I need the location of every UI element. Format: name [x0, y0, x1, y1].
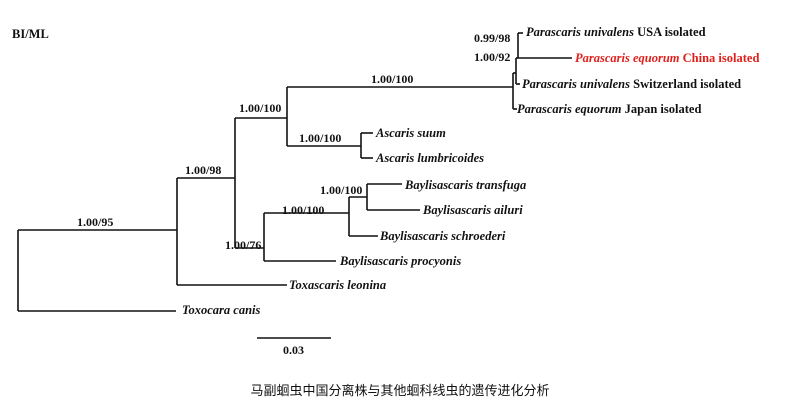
taxon-label: Baylisascaris ailuri — [423, 203, 523, 217]
taxon-label: Toxascaris leonina — [289, 278, 386, 292]
taxon-label: Baylisascaris schroederi — [380, 229, 505, 243]
support-value: 1.00/100 — [239, 101, 282, 115]
taxon-label: Baylisascaris procyonis — [340, 254, 461, 268]
taxon-label: Ascaris suum — [376, 126, 446, 140]
taxon-label: Parascaris univalens Switzerland isolate… — [522, 77, 741, 91]
taxon-name: Ascaris lumbricoides — [376, 151, 484, 165]
taxon-name: Parascaris univalens — [526, 25, 635, 39]
taxon-suffix: China isolated — [679, 51, 760, 65]
taxon-suffix: Switzerland isolated — [630, 77, 742, 91]
taxon-name: Parascaris univalens — [522, 77, 631, 91]
taxon-name: Parascaris equorum — [575, 51, 680, 65]
support-value: 1.00/100 — [320, 183, 363, 197]
figure-caption: 马副蛔虫中国分离株与其他蛔科线虫的遗传进化分析 — [250, 384, 550, 399]
support-value: 1.00/95 — [77, 215, 114, 229]
support-value: 1.00/100 — [371, 72, 414, 86]
taxon-name: Baylisascaris ailuri — [423, 203, 523, 217]
taxon-suffix: Japan isolated — [621, 102, 702, 116]
taxon-label: Ascaris lumbricoides — [376, 151, 484, 165]
support-value: 1.00/100 — [282, 203, 325, 217]
panel-label: BI/ML — [12, 27, 49, 41]
taxon-label: Baylisascaris transfuga — [405, 178, 526, 192]
taxon-label: Parascaris univalens USA isolated — [526, 25, 706, 39]
support-value: 1.00/100 — [299, 131, 342, 145]
support-value: 1.00/92 — [474, 50, 511, 64]
taxon-name: Baylisascaris schroederi — [380, 229, 506, 243]
taxon-suffix: USA isolated — [634, 25, 706, 39]
taxon-label: Toxocara canis — [182, 303, 260, 317]
support-value: 0.99/98 — [474, 31, 511, 45]
taxon-name: Parascaris equorum — [517, 102, 622, 116]
support-value: 1.00/76 — [225, 238, 262, 252]
scale-bar-label: 0.03 — [283, 343, 304, 357]
taxon-name: Ascaris suum — [376, 126, 446, 140]
taxon-name: Toxocara canis — [182, 303, 261, 317]
taxon-name: Baylisascaris procyonis — [340, 254, 462, 268]
taxon-label-highlighted: Parascaris equorum China isolated — [575, 51, 759, 65]
taxon-label: Parascaris equorum Japan isolated — [517, 102, 701, 116]
taxon-name: Baylisascaris transfuga — [405, 178, 527, 192]
taxon-name: Toxascaris leonina — [289, 278, 387, 292]
support-value: 1.00/98 — [185, 163, 222, 177]
